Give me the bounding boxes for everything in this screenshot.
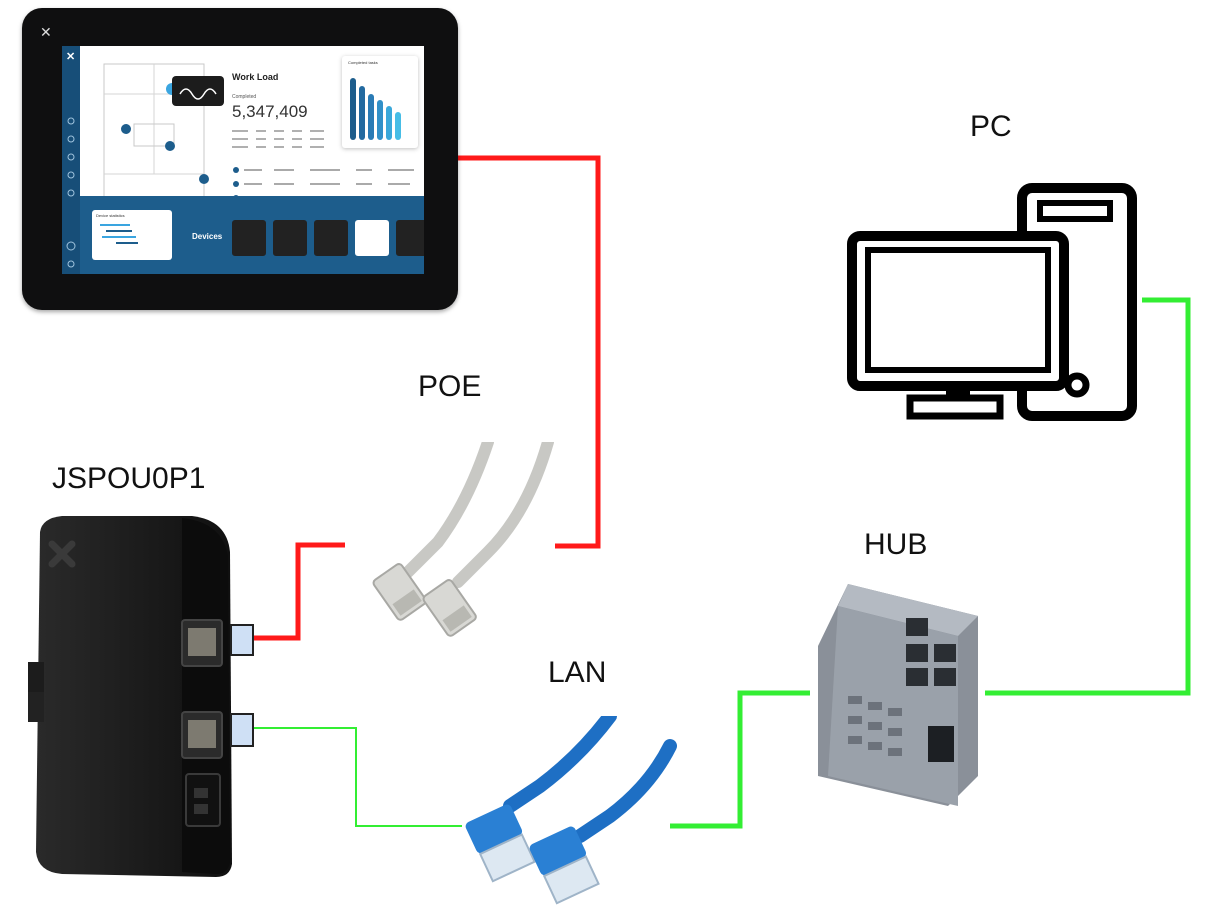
pc-label: PC [970, 110, 1012, 143]
poe-cable-image [372, 442, 554, 637]
tablet-device: ✕ ✕ [22, 8, 458, 310]
close-icon: ✕ [40, 24, 52, 40]
lan-link-device [252, 727, 462, 827]
poe-port-marker [230, 624, 254, 656]
completed-value: 5,347,409 [232, 102, 308, 121]
poe-link-tablet [458, 155, 601, 549]
chart-title: Completed tasks [348, 60, 378, 65]
lan-label: LAN [548, 656, 607, 689]
machine-schematic [103, 63, 224, 200]
devices-band: Device statistics Devices [80, 196, 424, 274]
hub-link-pc [985, 297, 1191, 696]
device-tile[interactable] [232, 220, 266, 256]
jspou0p1-device [28, 516, 232, 877]
device-label: JSPOU0P1 [52, 462, 206, 495]
completed-label: Completed [232, 94, 257, 100]
tablet-sidebar: ✕ [62, 46, 80, 274]
hub-label: HUB [864, 528, 928, 561]
device-tile[interactable] [396, 220, 424, 256]
device-tile-selected[interactable] [355, 220, 389, 256]
lan-cable-image [465, 716, 677, 905]
pc-icon [847, 183, 1137, 421]
poe-label: POE [418, 370, 482, 403]
device-tile[interactable] [314, 220, 348, 256]
lan-port-marker [230, 713, 254, 747]
hub-device [818, 584, 978, 806]
lan-link-hub [670, 690, 810, 829]
stats-table [232, 130, 324, 148]
work-load-title: Work Load [232, 72, 279, 82]
statistics-label: Device statistics [96, 213, 125, 218]
poe-link-device [252, 542, 345, 641]
devices-label: Devices [192, 232, 223, 241]
completed-tasks-card: Completed tasks [342, 56, 418, 148]
device-tile[interactable] [273, 220, 307, 256]
device-statistics-card: Device statistics [92, 210, 172, 260]
logo-icon: ✕ [66, 51, 76, 63]
tablet-screen: ✕ [62, 46, 424, 274]
